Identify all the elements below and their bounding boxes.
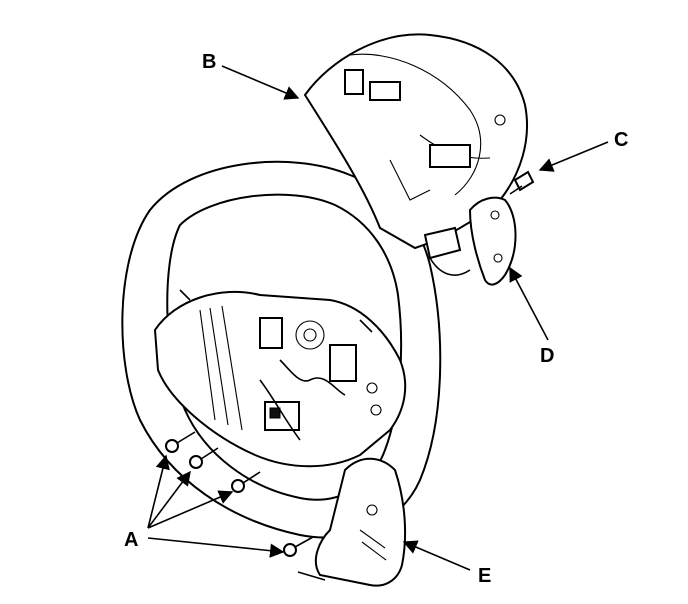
screw-4: [283, 536, 314, 557]
screw-1: [165, 431, 196, 453]
callout-e: E: [478, 565, 492, 587]
part-d-switch: [423, 196, 517, 286]
callout-d: D: [540, 345, 555, 367]
screw-3: [231, 471, 261, 493]
part-a-screws: [165, 431, 314, 557]
part-e-lower-cover: [297, 457, 407, 587]
part-b-upper-cover: [303, 33, 528, 250]
leader-lines: [147, 65, 609, 571]
callout-a: A: [124, 529, 139, 551]
steering-wheel-hub: [153, 289, 407, 468]
callout-b: B: [202, 51, 217, 73]
callout-c: C: [614, 129, 629, 151]
screw-2: [189, 447, 219, 469]
part-c-screw: [509, 170, 535, 195]
